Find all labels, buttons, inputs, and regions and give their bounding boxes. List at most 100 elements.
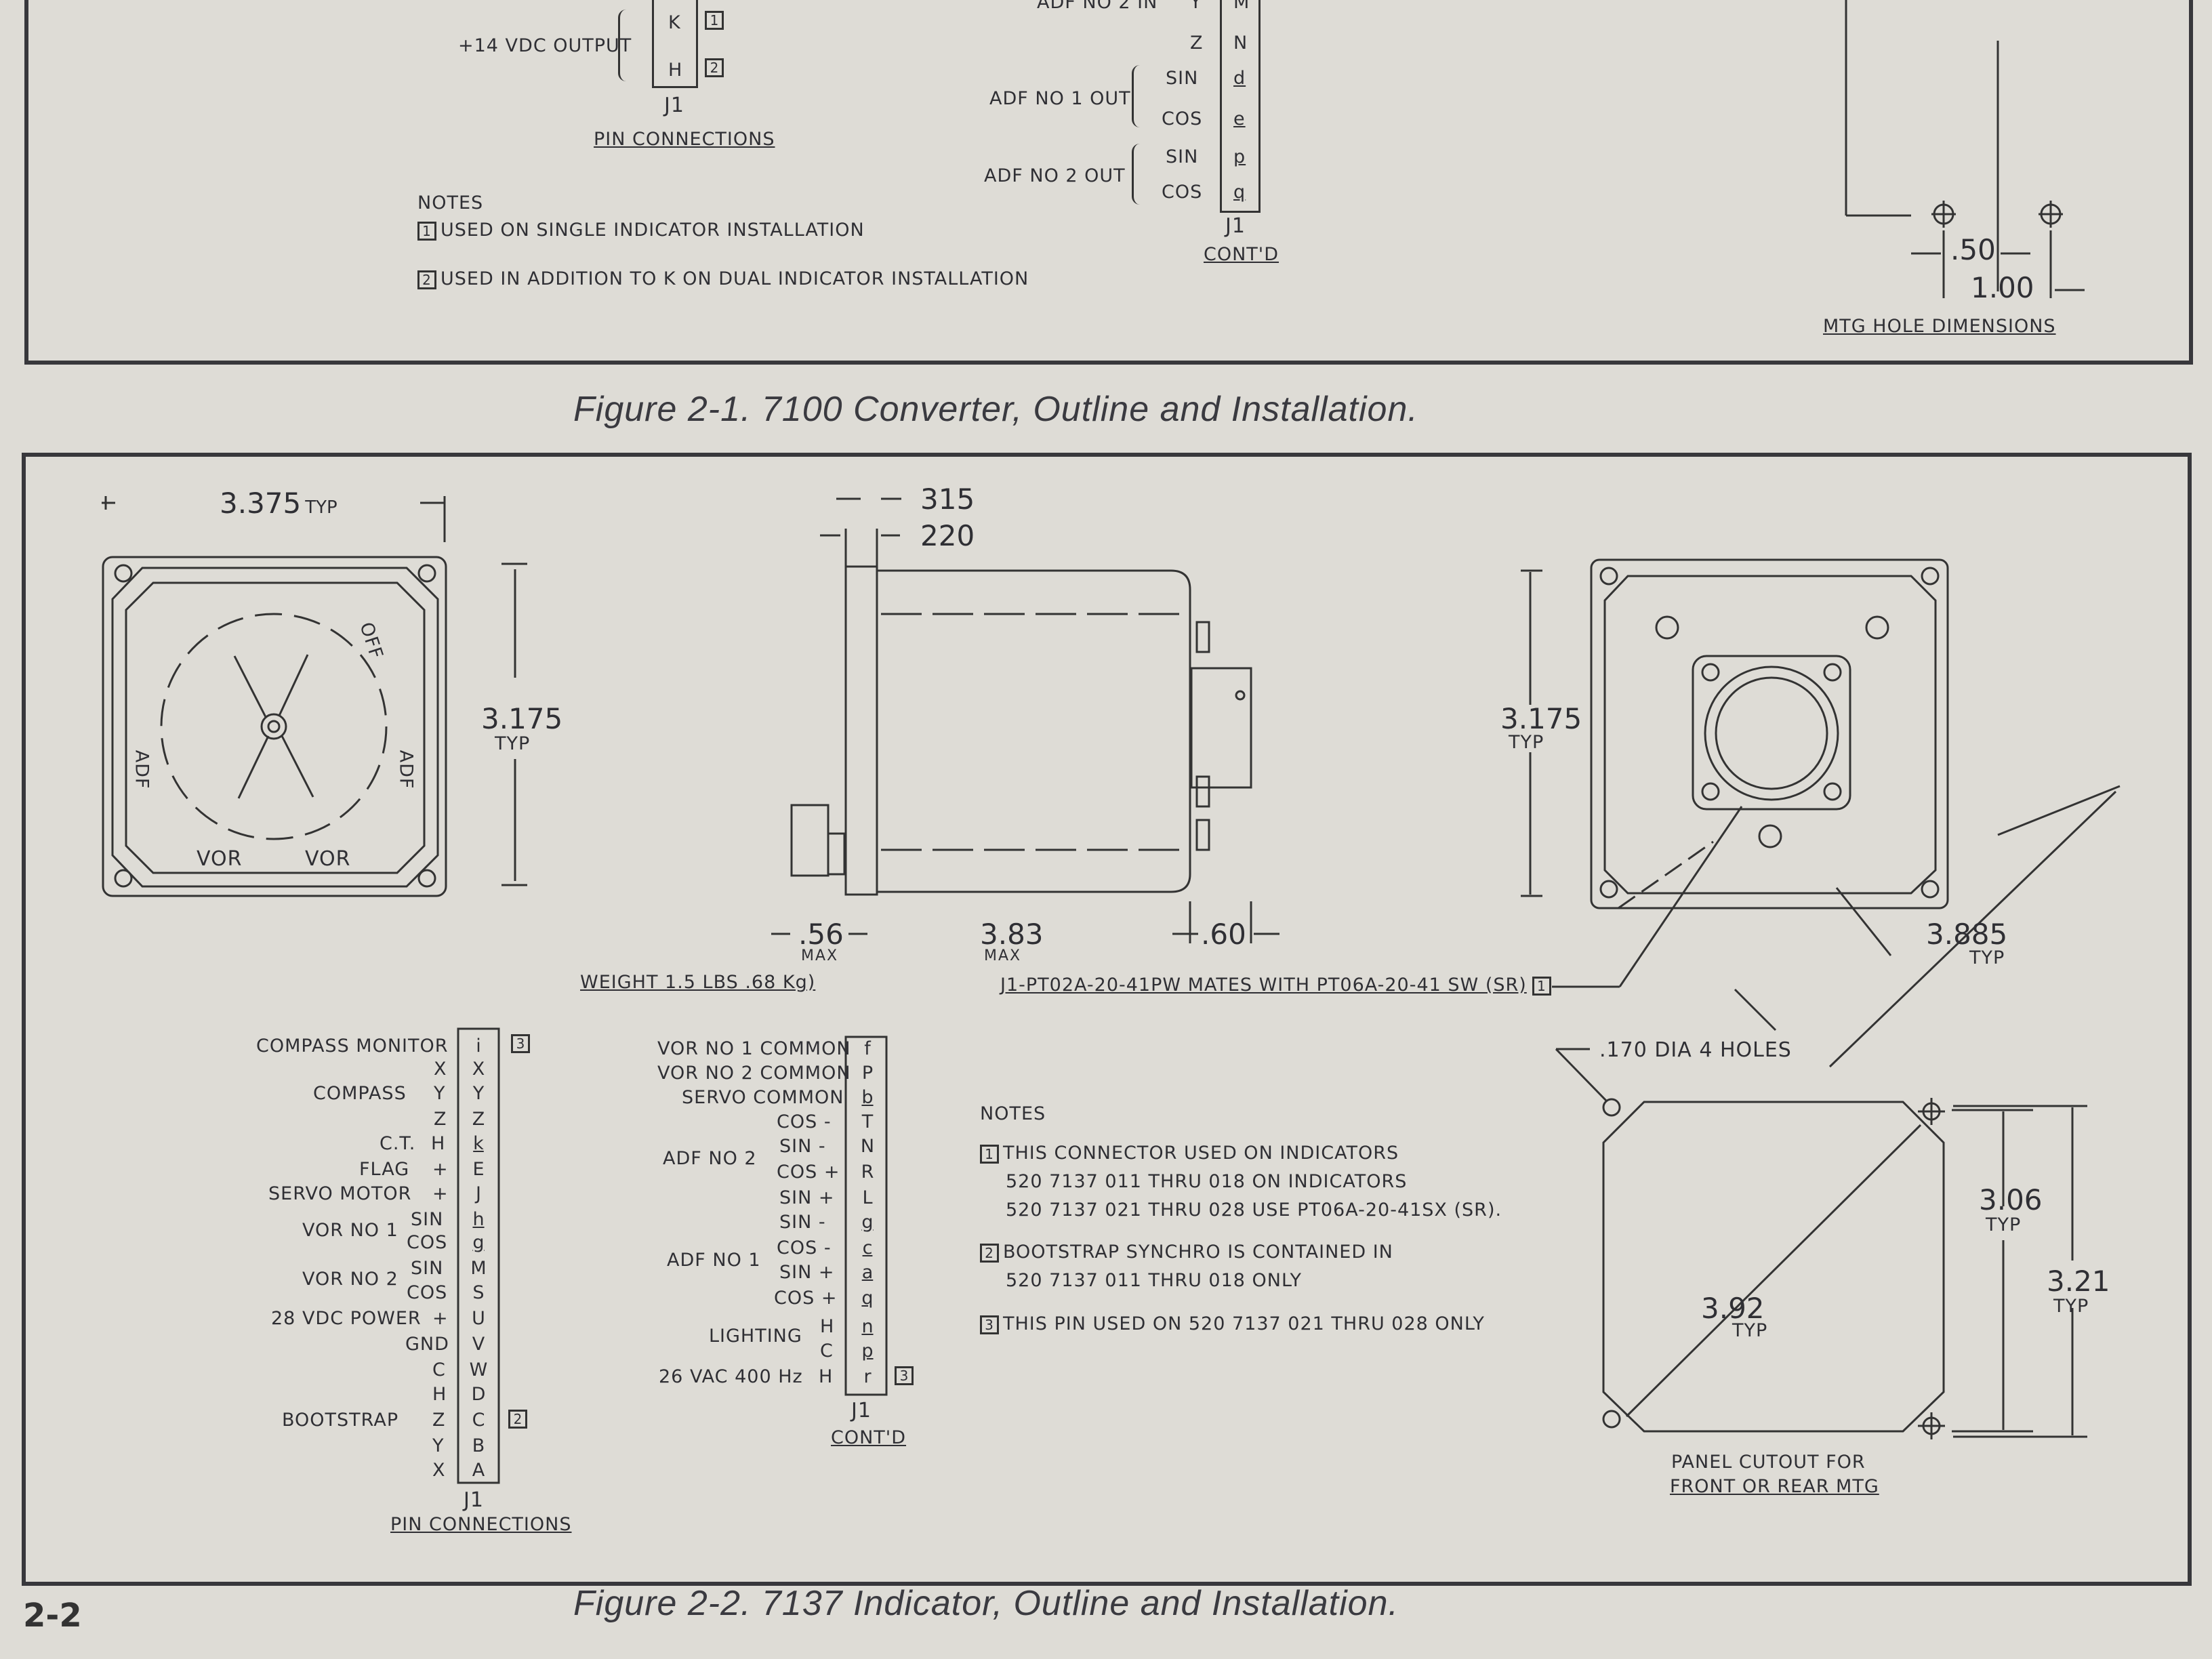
pin-sub: H bbox=[820, 1316, 835, 1337]
dim-315: 315 bbox=[920, 483, 975, 516]
typ-392: TYP bbox=[1732, 1320, 1768, 1341]
pin-label: VOR NO 1 bbox=[302, 1220, 398, 1241]
note-2b-fig2: 520 7137 011 THRU 018 ONLY bbox=[1006, 1270, 1302, 1291]
max-056: MAX bbox=[801, 947, 839, 964]
j1-contd-label: J1 bbox=[1225, 214, 1246, 238]
pin-sub: COS - bbox=[777, 1111, 832, 1132]
pin-p: p bbox=[1233, 146, 1246, 167]
pin-sub: C bbox=[820, 1340, 834, 1361]
pin-id: S bbox=[472, 1282, 485, 1303]
pin-label: ADF NO 1 bbox=[667, 1250, 761, 1271]
dim-306: 3.06 bbox=[1979, 1183, 2043, 1216]
pin-sub: COS bbox=[407, 1232, 448, 1253]
pin-label: 28 VDC POWER bbox=[271, 1308, 422, 1329]
note-tag-1: 1 bbox=[705, 11, 728, 30]
pin-id: p bbox=[861, 1340, 874, 1361]
figure-2-1-frame bbox=[24, 0, 2193, 365]
pin-label: VOR NO 2 COMMON bbox=[657, 1063, 851, 1084]
pin-connections-label: PIN CONNECTIONS bbox=[594, 129, 775, 150]
pin-id: q bbox=[861, 1288, 874, 1309]
pin-sub: H bbox=[431, 1133, 446, 1154]
dim-050: .50 bbox=[1950, 233, 1996, 266]
pin-label: GND bbox=[405, 1334, 449, 1355]
pin-id: P bbox=[861, 1063, 874, 1084]
pin-sub: SIN + bbox=[779, 1187, 835, 1208]
pin-sub: H bbox=[819, 1366, 834, 1387]
cutout-label-1: PANEL CUTOUT FOR bbox=[1671, 1452, 1866, 1473]
holes-label: .170 DIA 4 HOLES bbox=[1599, 1038, 1792, 1062]
pin-label: COMPASS MONITOR bbox=[256, 1036, 449, 1057]
j1-label: J1 bbox=[664, 94, 684, 117]
pin-label: SERVO MOTOR bbox=[268, 1183, 412, 1204]
typ-3885: TYP bbox=[1969, 947, 2005, 968]
pin-id: k bbox=[473, 1133, 484, 1154]
adf2-cos: COS bbox=[1162, 182, 1203, 203]
adf1-out-label: ADF NO 1 OUT bbox=[989, 88, 1131, 109]
pin-sub: SIN bbox=[411, 1258, 444, 1279]
notes-title: NOTES bbox=[417, 192, 484, 213]
dim-3885: 3.885 bbox=[1926, 918, 2008, 951]
pin-id: W bbox=[469, 1359, 488, 1380]
dial-adf-right: ADF bbox=[395, 750, 417, 790]
pin-sub: X bbox=[432, 1460, 446, 1481]
pin-id: h bbox=[472, 1209, 485, 1230]
pin-id: Y bbox=[472, 1083, 485, 1104]
weight-label: WEIGHT 1.5 LBS .68 Kg) bbox=[580, 972, 816, 993]
pin-q: q bbox=[1233, 182, 1246, 203]
adf2-brace bbox=[1132, 144, 1145, 205]
pin-label: COMPASS bbox=[313, 1083, 407, 1104]
tag-3-mid: 3 bbox=[895, 1366, 918, 1385]
mtg-hole-dimensions: MTG HOLE DIMENSIONS bbox=[1823, 316, 2056, 337]
figure-2-2-caption: Figure 2-2. 7137 Indicator, Outline and … bbox=[573, 1584, 1399, 1623]
pin-label: BOOTSTRAP bbox=[282, 1410, 399, 1431]
tag-3-left: 3 bbox=[511, 1034, 534, 1053]
connector-label: J1-PT02A-20-41PW MATES WITH PT06A-20-41 … bbox=[1000, 975, 1555, 996]
dim-056: .56 bbox=[798, 918, 844, 951]
pin-sub: COS - bbox=[777, 1237, 832, 1258]
pin-sub: + bbox=[432, 1308, 449, 1329]
dial-adf-left: ADF bbox=[131, 750, 152, 790]
pin-n: N bbox=[1233, 33, 1248, 54]
pin-sub: Y bbox=[432, 1435, 445, 1456]
pin-id: J bbox=[476, 1183, 481, 1204]
pin-sub: Y bbox=[434, 1083, 446, 1104]
contd-label: CONT'D bbox=[1204, 244, 1279, 265]
dim-383: 3.83 bbox=[980, 918, 1044, 951]
typ-3175-rear: TYP bbox=[1509, 732, 1544, 753]
pin-sub: SIN - bbox=[779, 1212, 826, 1233]
pin-label: FLAG bbox=[359, 1159, 410, 1180]
pin-id: Z bbox=[472, 1109, 485, 1130]
cutout-label-2: FRONT OR REAR MTG bbox=[1670, 1476, 1879, 1497]
j1-pin-strip bbox=[652, 0, 698, 88]
adf2-in-label: ADF NO 2 IN bbox=[1037, 0, 1158, 13]
pin-id: a bbox=[861, 1262, 874, 1283]
dial-vor-right: VOR bbox=[305, 847, 351, 871]
adf2-out-label: ADF NO 2 OUT bbox=[984, 165, 1126, 186]
pin-sub: SIN bbox=[411, 1209, 444, 1230]
pin-sub: X bbox=[434, 1059, 447, 1080]
pin-sub: SIN + bbox=[779, 1262, 835, 1283]
pin-sub: C bbox=[432, 1359, 446, 1380]
pin-label: LIGHTING bbox=[709, 1326, 802, 1347]
pin-sub: SIN - bbox=[779, 1136, 826, 1157]
pin-label: VOR NO 1 COMMON bbox=[657, 1038, 851, 1059]
dim-3175-rear: 3.175 bbox=[1500, 702, 1582, 735]
note-tag-2: 2 bbox=[705, 58, 728, 77]
pin-sub: COS + bbox=[774, 1288, 838, 1309]
pin-sub: Z bbox=[434, 1109, 447, 1130]
page-number: 2-2 bbox=[23, 1597, 82, 1635]
output-brace bbox=[618, 9, 632, 81]
figure-2-1-caption: Figure 2-1. 7100 Converter, Outline and … bbox=[573, 390, 1418, 429]
pin-k: K bbox=[668, 12, 681, 33]
pin-id: N bbox=[860, 1136, 875, 1157]
adf1-sin: SIN bbox=[1166, 68, 1199, 89]
dim-321: 3.21 bbox=[2047, 1265, 2110, 1298]
pin-id: M bbox=[470, 1258, 487, 1279]
dim-220: 220 bbox=[920, 519, 975, 552]
dim-060: .60 bbox=[1201, 918, 1246, 951]
pin-id: g bbox=[472, 1232, 485, 1253]
pin-id: R bbox=[861, 1162, 874, 1183]
typ-3175-left: TYP bbox=[495, 733, 531, 754]
